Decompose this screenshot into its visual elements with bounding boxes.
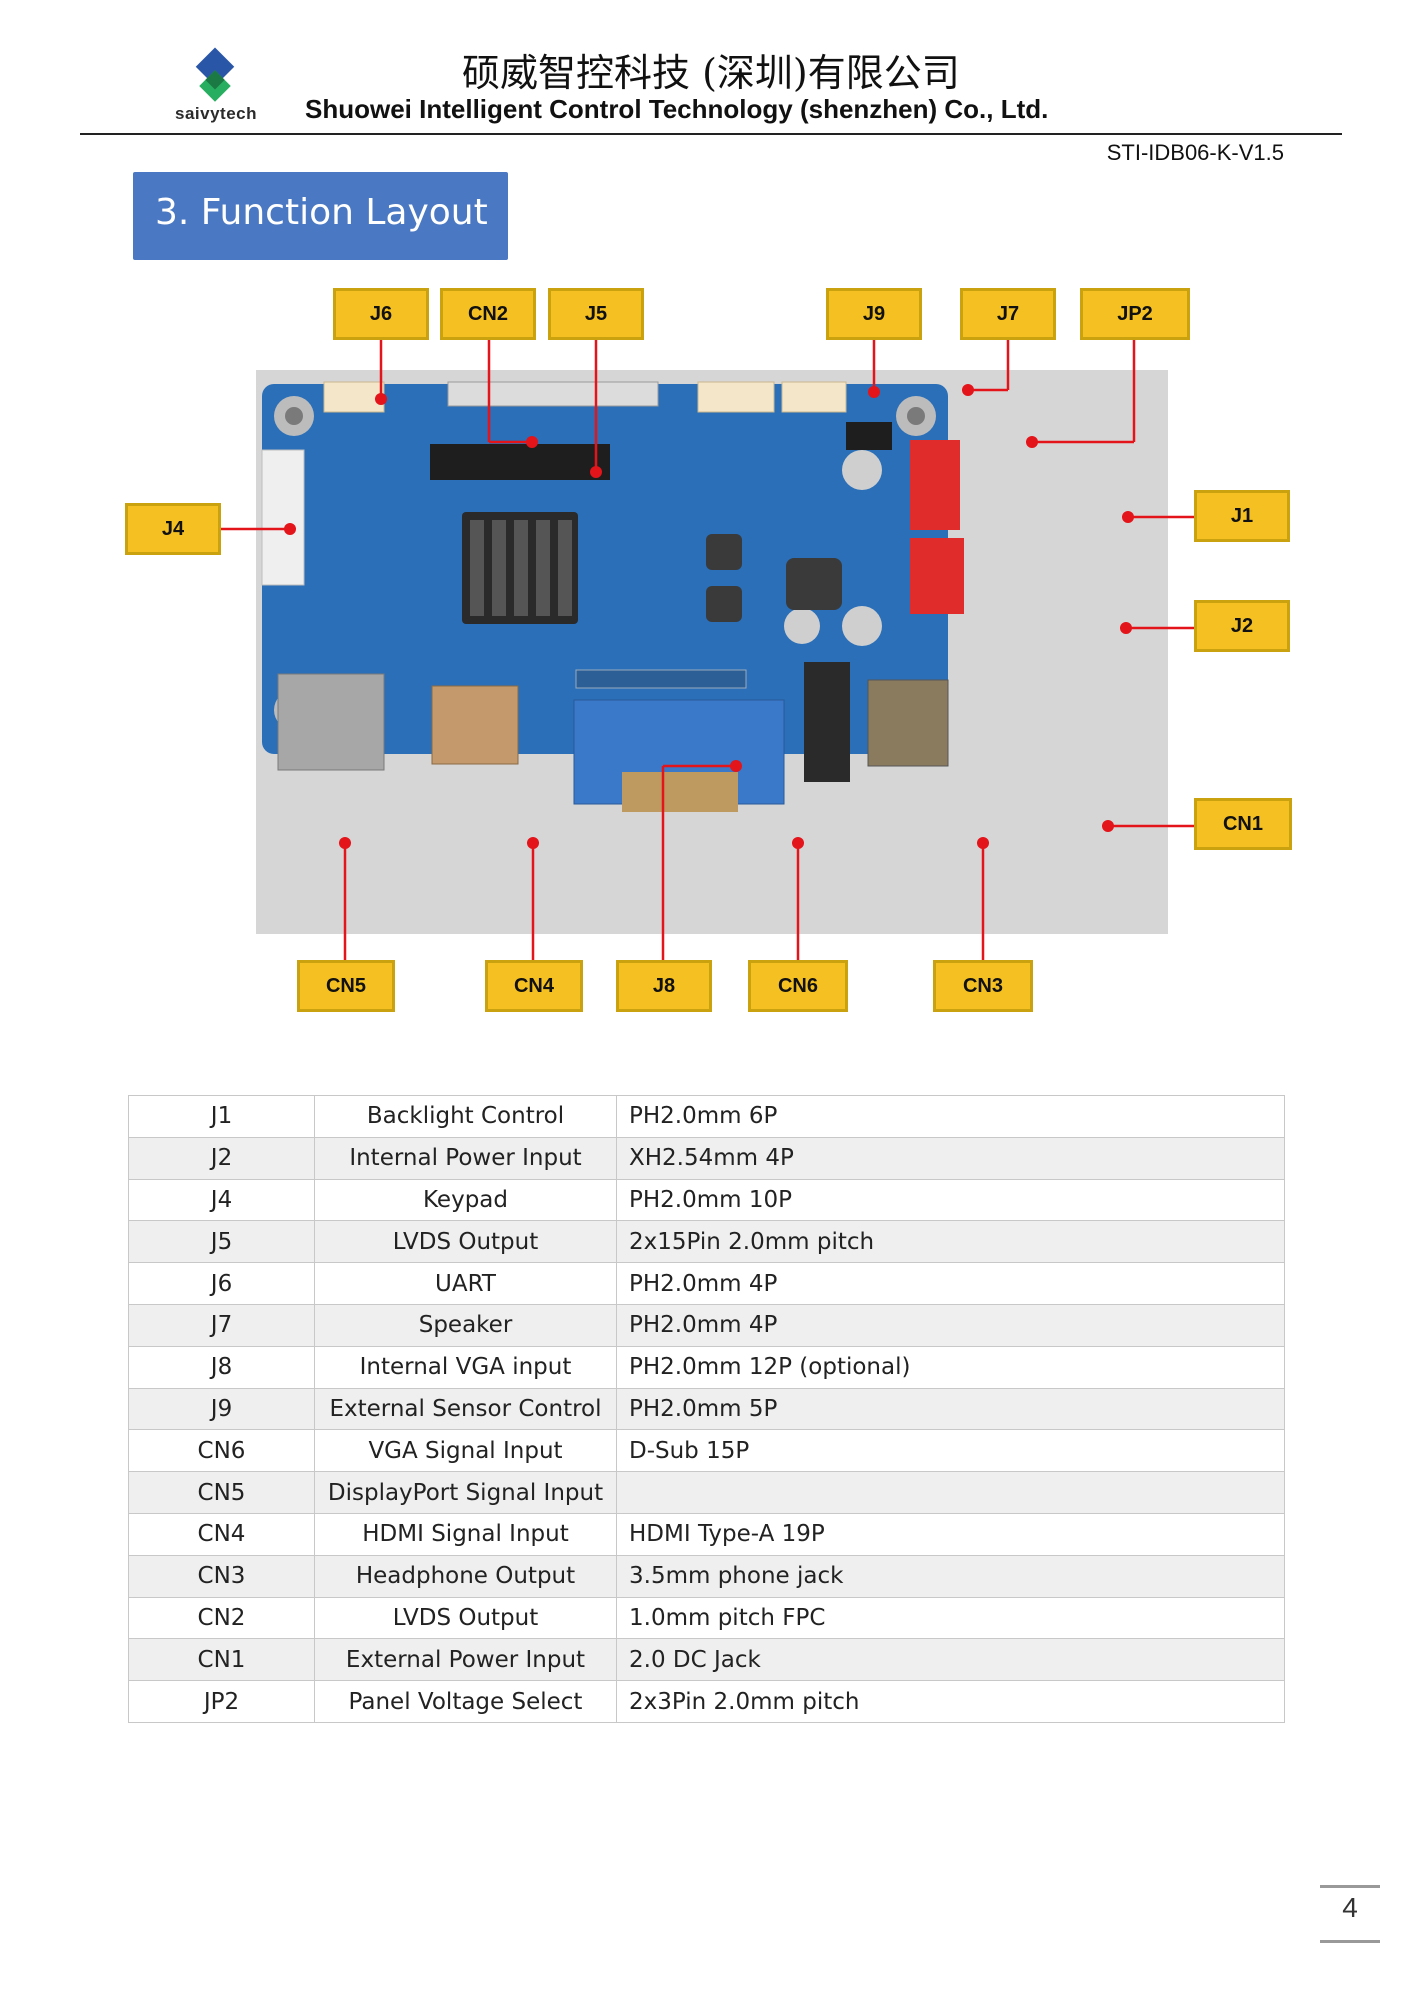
connector-id: J2 — [128, 1136, 315, 1180]
connector-function: Internal VGA input — [314, 1345, 617, 1389]
connector-id: CN3 — [128, 1554, 315, 1598]
connector-function: UART — [314, 1262, 617, 1305]
connector-id: CN6 — [128, 1429, 315, 1473]
connector-function: VGA Signal Input — [314, 1429, 617, 1473]
connector-function: Headphone Output — [314, 1554, 617, 1598]
connector-id: CN5 — [128, 1471, 315, 1514]
connector-spec: PH2.0mm 4P — [616, 1262, 1285, 1305]
logo-wordmark: saivytech — [175, 104, 257, 123]
callout-cn2: CN2 — [440, 288, 536, 340]
board-photo — [256, 370, 1168, 934]
connector-function: External Sensor Control — [314, 1387, 617, 1431]
callout-j6: J6 — [333, 288, 429, 340]
page-number-rule-bottom — [1320, 1940, 1380, 1943]
connector-id: J7 — [128, 1303, 315, 1347]
connector-spec: PH2.0mm 5P — [616, 1387, 1285, 1431]
connector-id: J9 — [128, 1387, 315, 1431]
connector-spec: PH2.0mm 4P — [616, 1303, 1285, 1347]
callout-cn5: CN5 — [297, 960, 395, 1012]
connector-spec: PH2.0mm 12P (optional) — [616, 1345, 1285, 1389]
connector-spec: HDMI Type-A 19P — [616, 1512, 1285, 1556]
callout-j1: J1 — [1194, 490, 1290, 542]
connector-spec — [616, 1471, 1285, 1514]
callout-j9: J9 — [826, 288, 922, 340]
callout-j5: J5 — [548, 288, 644, 340]
callout-cn1: CN1 — [1194, 798, 1292, 850]
connector-function: Keypad — [314, 1178, 617, 1222]
connector-spec: 2.0 DC Jack — [616, 1638, 1285, 1682]
page-number-rule-top — [1320, 1885, 1380, 1888]
callout-cn3: CN3 — [933, 960, 1033, 1012]
connector-id: CN4 — [128, 1512, 315, 1556]
connector-spec: PH2.0mm 6P — [616, 1095, 1285, 1138]
connector-id: J6 — [128, 1262, 315, 1305]
connector-function: Internal Power Input — [314, 1136, 617, 1180]
connector-function: HDMI Signal Input — [314, 1512, 617, 1556]
connector-function: LVDS Output — [314, 1220, 617, 1264]
connector-spec: 3.5mm phone jack — [616, 1554, 1285, 1598]
company-name-en: Shuowei Intelligent Control Technology (… — [305, 94, 1049, 124]
callout-j4: J4 — [125, 503, 221, 555]
callout-j7: J7 — [960, 288, 1056, 340]
connector-id: JP2 — [128, 1680, 315, 1723]
section-title: 3. Function Layout — [155, 192, 488, 233]
callout-jp2: JP2 — [1080, 288, 1190, 340]
connector-id: CN1 — [128, 1638, 315, 1682]
connector-id: J1 — [128, 1095, 315, 1138]
callout-j2: J2 — [1194, 600, 1290, 652]
header-divider — [80, 133, 1342, 135]
connector-spec: XH2.54mm 4P — [616, 1136, 1285, 1180]
connector-id: J4 — [128, 1178, 315, 1222]
connector-function: LVDS Output — [314, 1596, 617, 1640]
connector-function: Panel Voltage Select — [314, 1680, 617, 1723]
connector-function: DisplayPort Signal Input — [314, 1471, 617, 1514]
connector-function: Backlight Control — [314, 1095, 617, 1138]
connector-spec: 1.0mm pitch FPC — [616, 1596, 1285, 1640]
callout-cn4: CN4 — [485, 960, 583, 1012]
connector-spec: PH2.0mm 10P — [616, 1178, 1285, 1222]
connector-spec: 2x15Pin 2.0mm pitch — [616, 1220, 1285, 1264]
connector-spec: D-Sub 15P — [616, 1429, 1285, 1473]
company-name-cn: 硕威智控科技 (深圳)有限公司 — [462, 51, 960, 95]
section-title-banner: 3. Function Layout — [133, 172, 508, 260]
connector-id: J8 — [128, 1345, 315, 1389]
callout-j8: J8 — [616, 960, 712, 1012]
function-layout-diagram: J6 CN2 J5 J9 J7 JP2 J4 J1 J2 CN1 CN5 CN4… — [0, 280, 1414, 1040]
company-logo — [195, 47, 235, 102]
page-number: 4 — [1342, 1892, 1358, 1923]
connector-function: External Power Input — [314, 1638, 617, 1682]
callout-leader-lines — [220, 339, 1194, 970]
connector-spec: 2x3Pin 2.0mm pitch — [616, 1680, 1285, 1723]
connector-id: CN2 — [128, 1596, 315, 1640]
connector-id: J5 — [128, 1220, 315, 1264]
document-code: STI-IDB06-K-V1.5 — [1106, 140, 1284, 165]
connector-function: Speaker — [314, 1303, 617, 1347]
callout-cn6: CN6 — [748, 960, 848, 1012]
